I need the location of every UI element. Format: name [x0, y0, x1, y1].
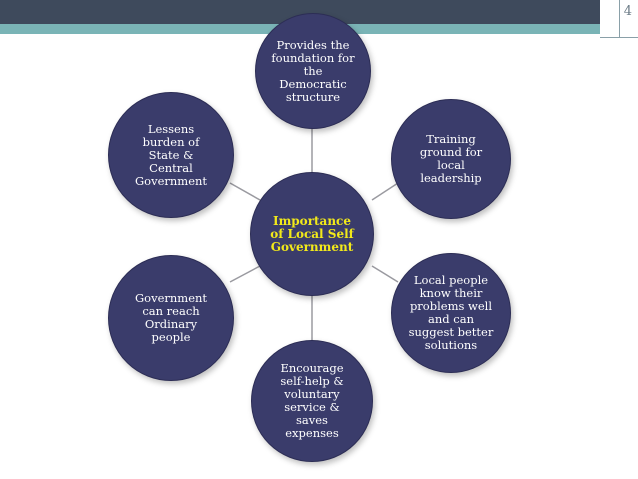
node-bottom: Encourage self-help & voluntary service … — [251, 340, 373, 462]
node-lower-right-label: Local people know their problems well an… — [408, 273, 494, 352]
node-bottom-label: Encourage self-help & voluntary service … — [280, 361, 344, 440]
connector-upper-left — [229, 182, 261, 201]
connector-lower-right — [371, 265, 399, 283]
node-upper-right-label: Training ground for local leadership — [419, 132, 483, 185]
node-lower-left: Government can reach Ordinary people — [108, 255, 234, 381]
corner-divider-horizontal — [600, 37, 638, 38]
center-label: Importance of Local Self Government — [270, 213, 354, 254]
node-top-label: Provides the foundation for the Democrat… — [271, 37, 355, 104]
node-center: Importance of Local Self Government — [250, 172, 374, 296]
node-upper-right: Training ground for local leadership — [391, 99, 511, 219]
corner-divider — [619, 0, 620, 38]
connector-lower-left — [229, 265, 261, 283]
node-lower-left-label: Government can reach Ordinary people — [134, 291, 208, 344]
node-lower-right: Local people know their problems well an… — [391, 253, 511, 373]
node-upper-left: Lessens burden of State & Central Govern… — [108, 92, 234, 218]
connector-upper-right — [371, 182, 399, 201]
page-number: 4 — [623, 4, 632, 19]
node-top: Provides the foundation for the Democrat… — [255, 13, 371, 129]
node-upper-left-label: Lessens burden of State & Central Govern… — [134, 121, 208, 188]
